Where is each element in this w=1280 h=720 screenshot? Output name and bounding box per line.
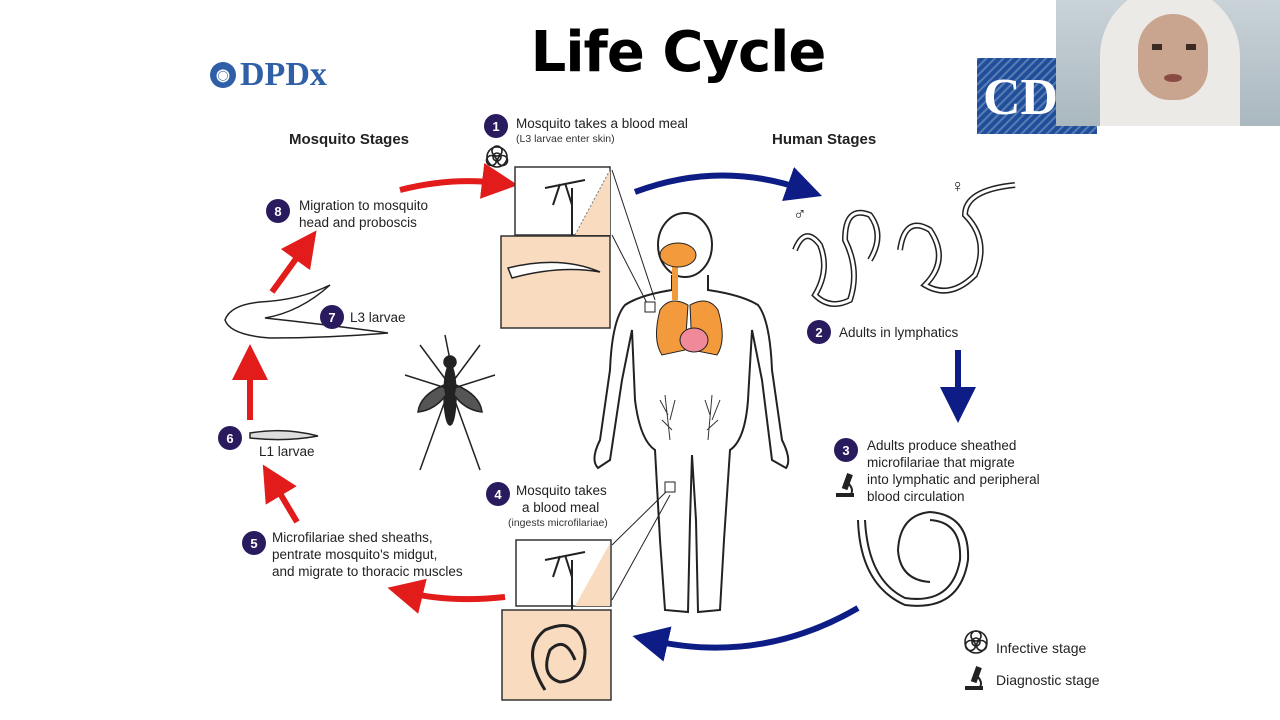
human-stages-heading: Human Stages: [772, 131, 877, 148]
female-symbol: ♀: [951, 176, 965, 196]
dpdx-logo-text: DPDx: [240, 56, 327, 93]
step-5-number: 5: [242, 531, 266, 555]
webcam-person-eyes: [1152, 44, 1196, 50]
step-4-label: Mosquito takes a blood meal: [516, 482, 607, 516]
arrow-3-to-4: [632, 605, 860, 662]
step-5-line: and migrate to thoracic muscles: [272, 564, 463, 579]
mosquito-illustration: [404, 334, 496, 471]
step-2-number: 2: [807, 320, 831, 344]
step-8-label: Migration to mosquito head and proboscis: [299, 197, 428, 231]
microscope-icon-legend: [965, 666, 983, 690]
webcam-person-face: [1138, 14, 1208, 100]
human-body-figure: [593, 212, 790, 614]
step-1-number: 1: [484, 114, 508, 138]
arrow-5-to-6: [262, 464, 300, 524]
step-3-number: 3: [834, 438, 858, 462]
step-8-line: head and proboscis: [299, 215, 417, 230]
step-4-sub: (ingests microfilariae): [508, 517, 608, 529]
step-7-label: L3 larvae: [350, 310, 406, 325]
step-5-line: Microfilariae shed sheaths,: [272, 530, 433, 545]
step-3-line: blood circulation: [867, 489, 965, 504]
step-3-line: Adults produce sheathed: [867, 438, 1017, 453]
biohazard-icon-legend: [964, 630, 988, 654]
step-3-line: microfilariae that migrate: [867, 455, 1015, 470]
lymphatic-vessels: [659, 394, 721, 441]
step-8-number: 8: [266, 199, 290, 223]
legend-infective-stage: Infective stage: [996, 640, 1087, 656]
arrow-8-to-1: [399, 162, 518, 199]
step-1-label: Mosquito takes a blood meal: [516, 116, 688, 131]
slide-title: Life Cycle: [530, 20, 827, 85]
step-2-label: Adults in lymphatics: [839, 325, 959, 340]
arrow-7-to-8: [269, 230, 317, 294]
step-7-number: 7: [320, 305, 344, 329]
step-6-number: 6: [218, 426, 242, 450]
step-3-line: into lymphatic and peripheral: [867, 472, 1040, 487]
sheathed-microfilaria: [857, 510, 970, 607]
l3-larva: [224, 284, 389, 339]
lungs-and-heart: [656, 242, 723, 356]
box-l3-larva-top: [500, 235, 611, 329]
mosquito-stages-heading: Mosquito Stages: [289, 131, 410, 148]
dpdx-logo: ◉ DPDx: [210, 56, 327, 94]
biohazard-icon-step1: [485, 145, 509, 168]
arrow-4-to-5: [387, 578, 506, 614]
step-6-label: L1 larvae: [259, 444, 315, 459]
box-microfilaria-bottom: [501, 609, 612, 701]
box-mosquito-bite-top: [514, 166, 611, 240]
step-5-label: Microfilariae shed sheaths, pentrate mos…: [272, 529, 463, 580]
step-4-number: 4: [486, 482, 510, 506]
step-4-line: Mosquito takes: [516, 483, 607, 498]
step-8-line: Migration to mosquito: [299, 198, 429, 213]
step-1-sub: (L3 larvae enter skin): [516, 133, 615, 145]
dpdx-logo-icon: ◉: [210, 62, 236, 88]
box-mosquito-bite-bottom: [515, 539, 612, 612]
l1-larva: [249, 429, 319, 441]
step-3-label: Adults produce sheathed microfilariae th…: [867, 437, 1040, 505]
male-symbol: ♂: [793, 204, 807, 224]
step-4-line: a blood meal: [522, 500, 600, 515]
adult-worms: [792, 182, 1016, 307]
legend-diagnostic-stage: Diagnostic stage: [996, 672, 1100, 688]
webcam-overlay: [1056, 0, 1280, 126]
microscope-icon-step3: [836, 473, 854, 497]
arrow-1-to-2: [633, 167, 822, 201]
step-5-line: pentrate mosquito's midgut,: [272, 547, 438, 562]
webcam-person-mouth: [1164, 74, 1182, 82]
